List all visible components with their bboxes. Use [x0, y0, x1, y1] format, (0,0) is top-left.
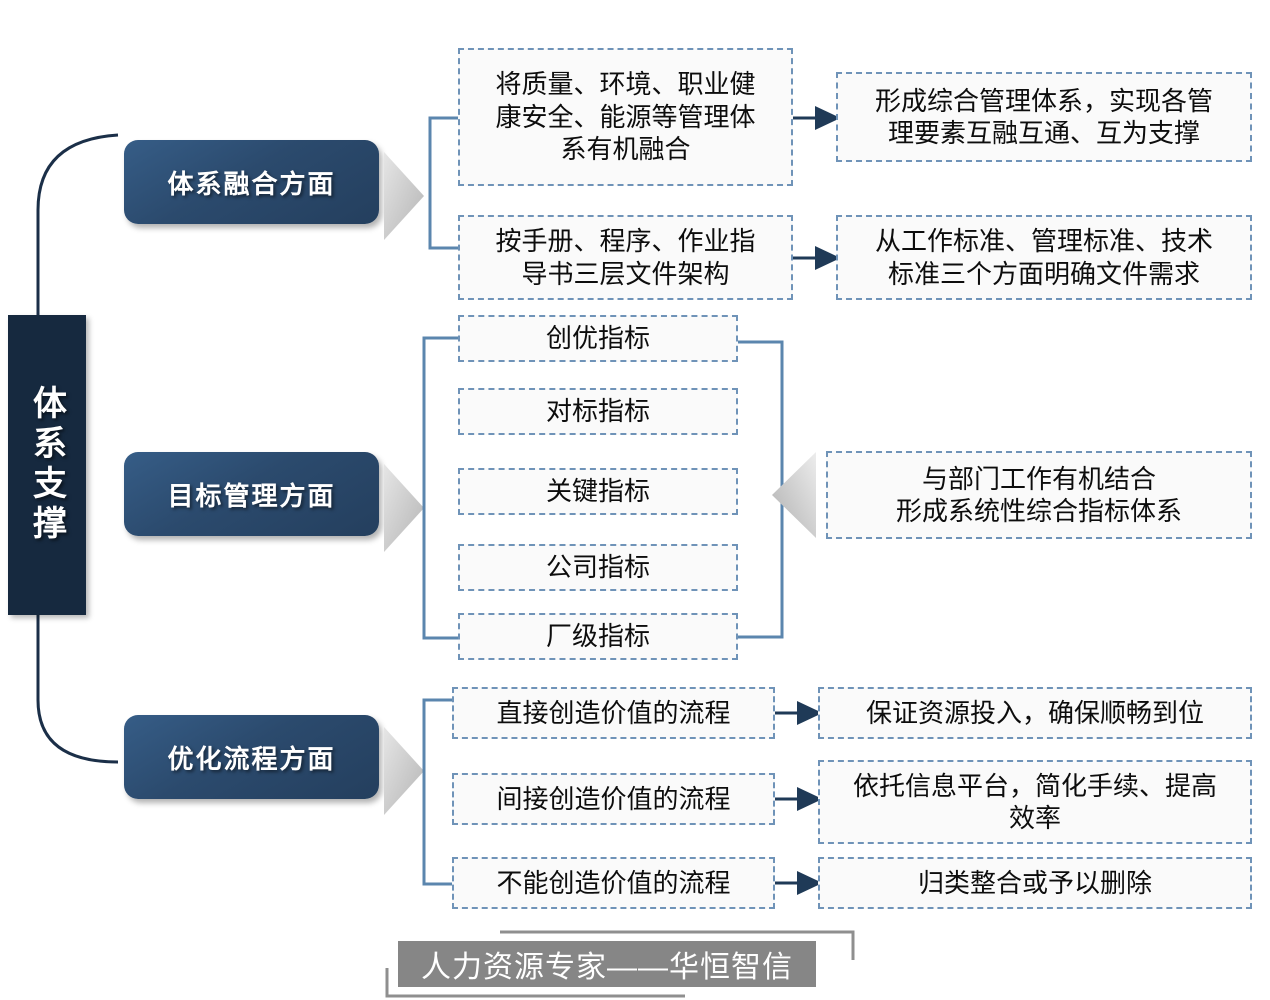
source-box-g3-r3: 不能创造价值的流程 — [452, 857, 775, 909]
source-box-g1-r2: 按手册、程序、作业指 导书三层文件架构 — [458, 215, 793, 300]
indicator-box-5: 厂级指标 — [458, 613, 738, 660]
spine-label: 体系支撑 — [27, 385, 66, 545]
indicator-box-1: 创优指标 — [458, 315, 738, 362]
target-box-g3-r3: 归类整合或予以删除 — [818, 857, 1252, 909]
target-box-g3-r1: 保证资源投入，确保顺畅到位 — [818, 687, 1252, 739]
category-box-target-management[interactable]: 目标管理方面 — [124, 452, 379, 536]
source-box-g3-r1: 直接创造价值的流程 — [452, 687, 775, 739]
indicator-box-2: 对标指标 — [458, 388, 738, 435]
source-box-g3-r2: 间接创造价值的流程 — [452, 773, 775, 825]
category-label-process-optimization: 优化流程方面 — [167, 743, 336, 774]
chevron-right-icon-target-management — [384, 460, 428, 556]
target-box-g1-r1: 形成综合管理体系，实现各管 理要素互融互通、互为支撑 — [836, 72, 1252, 162]
indicator-box-4: 公司指标 — [458, 544, 738, 591]
footer-text: 人力资源专家——华恒智信 — [421, 951, 793, 984]
target-box-g1-r2: 从工作标准、管理标准、技术 标准三个方面明确文件需求 — [836, 215, 1252, 300]
chevron-right-icon-system-integration — [384, 148, 428, 244]
target-box-g3-r2: 依托信息平台，简化手续、提高 效率 — [818, 760, 1252, 844]
source-box-g1-r1: 将质量、环境、职业健 康安全、能源等管理体 系有机融合 — [458, 48, 793, 186]
category-label-system-integration: 体系融合方面 — [167, 168, 336, 199]
spine-bar: 体系支撑 — [8, 315, 86, 615]
category-label-target-management: 目标管理方面 — [167, 480, 336, 511]
indicator-box-3: 关键指标 — [458, 468, 738, 515]
category-box-process-optimization[interactable]: 优化流程方面 — [124, 715, 379, 799]
category-box-system-integration[interactable]: 体系融合方面 — [124, 140, 379, 224]
chevron-right-icon-process-optimization — [384, 723, 428, 819]
outcome-box-target-management: 与部门工作有机结合 形成系统性综合指标体系 — [826, 451, 1252, 539]
footer-watermark: 人力资源专家——华恒智信 — [398, 941, 816, 987]
